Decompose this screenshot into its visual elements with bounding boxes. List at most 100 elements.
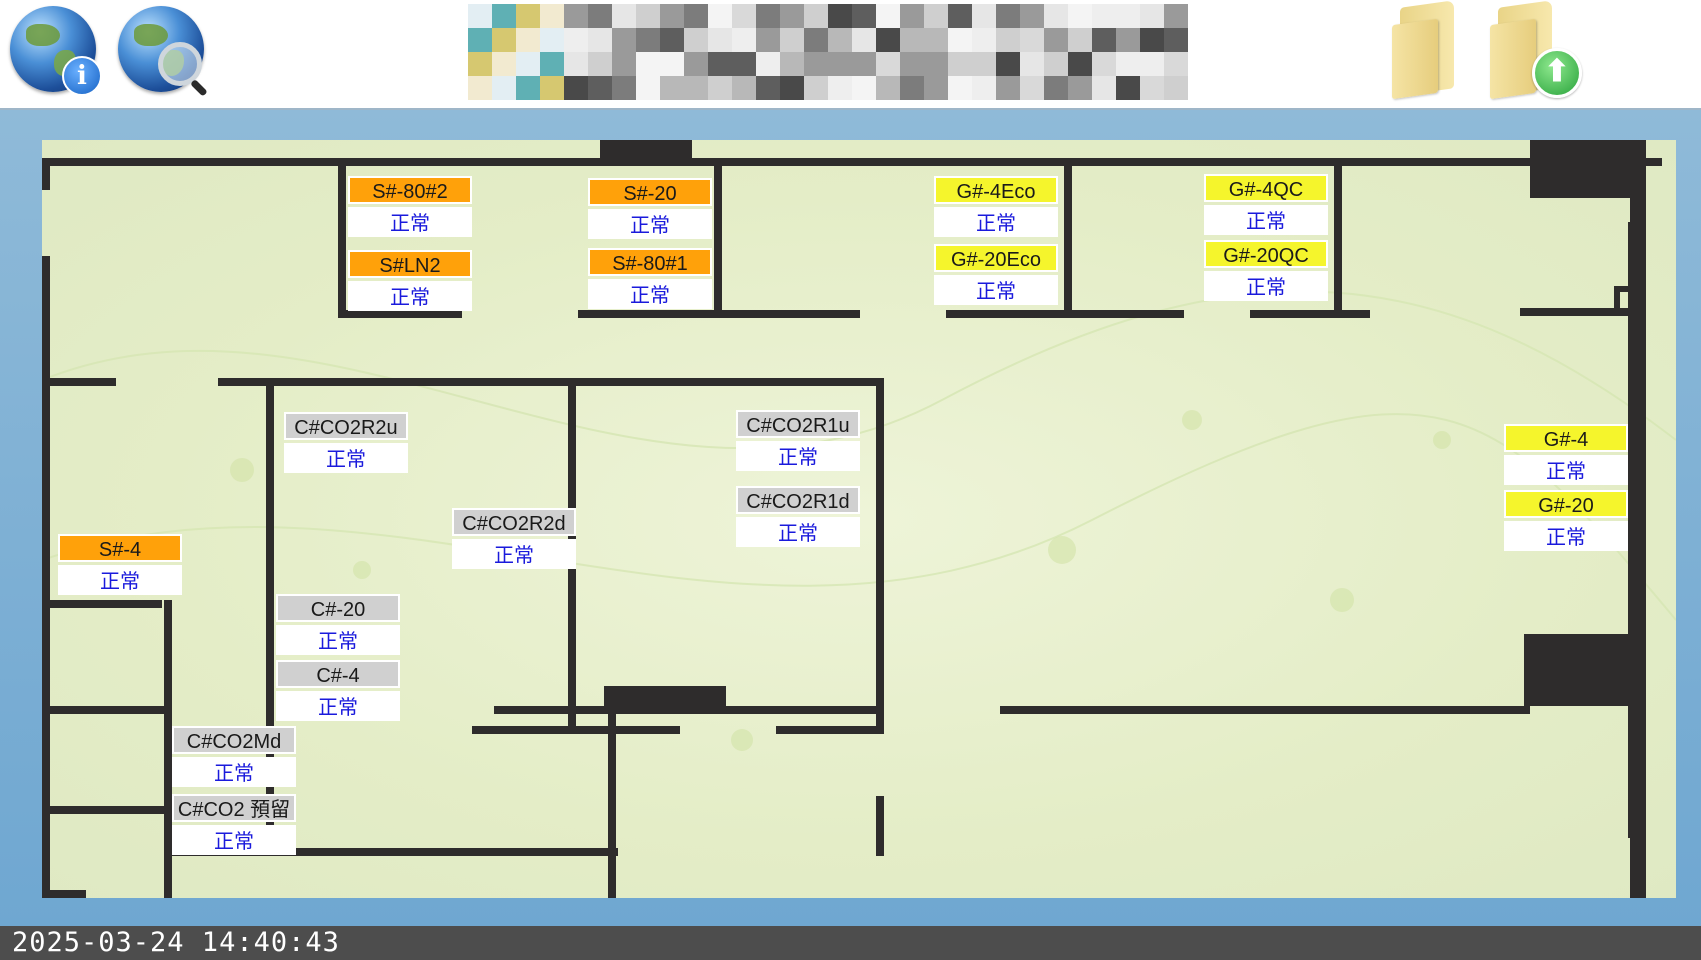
- sensor-g4qc[interactable]: G#-4QC 正常: [1204, 174, 1328, 235]
- blur-pixel: [1164, 28, 1188, 52]
- blur-pixel: [1044, 76, 1068, 100]
- sensor-s4[interactable]: S#-4 正常: [58, 534, 182, 595]
- sensor-status: 正常: [934, 207, 1058, 237]
- sensor-status: 正常: [736, 441, 860, 471]
- blur-pixel: [972, 28, 996, 52]
- blur-pixel: [852, 4, 876, 28]
- blur-pixel: [660, 76, 684, 100]
- blur-pixel: [636, 76, 660, 100]
- blur-pixel: [684, 52, 708, 76]
- sensor-status: 正常: [276, 625, 400, 655]
- globe-info-icon[interactable]: i: [10, 6, 102, 96]
- sensor-co2r1u[interactable]: C#CO2R1u 正常: [736, 410, 860, 471]
- blur-pixel: [780, 4, 804, 28]
- sensor-s80-1[interactable]: S#-80#1 正常: [588, 248, 712, 309]
- sensor-g4eco[interactable]: G#-4Eco 正常: [934, 176, 1058, 237]
- sensor-name: G#-4: [1504, 424, 1628, 452]
- wall: [608, 706, 616, 898]
- blur-pixel: [1164, 76, 1188, 100]
- blur-pixel: [684, 76, 708, 100]
- blur-pixel: [492, 52, 516, 76]
- blur-pixel: [1068, 76, 1092, 100]
- sensor-name: G#-20: [1504, 490, 1628, 518]
- wall: [714, 166, 722, 316]
- sensor-status: 正常: [172, 825, 296, 855]
- blur-pixel: [756, 4, 780, 28]
- folder-front: [1392, 18, 1438, 100]
- blur-pixel: [828, 4, 852, 28]
- wall: [1334, 166, 1342, 316]
- up-arrow-icon: ⬆: [1532, 48, 1582, 98]
- wall: [1520, 308, 1632, 316]
- globe-search-icon[interactable]: [118, 6, 204, 92]
- pattern-curve: [42, 290, 1676, 450]
- sensor-s80-2[interactable]: S#-80#2 正常: [348, 176, 472, 237]
- sensor-status: 正常: [588, 209, 712, 239]
- sensor-g20qc[interactable]: G#-20QC 正常: [1204, 240, 1328, 301]
- blur-pixel: [852, 28, 876, 52]
- pattern-node: [1048, 536, 1076, 564]
- blur-pixel: [900, 4, 924, 28]
- blur-pixel: [1116, 52, 1140, 76]
- wall: [338, 310, 462, 318]
- wall: [1250, 310, 1370, 318]
- wall: [472, 726, 680, 734]
- blur-pixel: [516, 4, 540, 28]
- blur-pixel: [612, 76, 636, 100]
- sensor-c4[interactable]: C#-4 正常: [276, 660, 400, 721]
- blur-pixel: [1020, 76, 1044, 100]
- blur-pixel: [492, 28, 516, 52]
- sensor-status: 正常: [276, 691, 400, 721]
- blur-pixel: [948, 52, 972, 76]
- sensor-g20[interactable]: G#-20 正常: [1504, 490, 1628, 551]
- blur-pixel: [900, 52, 924, 76]
- wall: [1000, 706, 1530, 714]
- sensor-status: 正常: [348, 207, 472, 237]
- wall: [42, 600, 162, 608]
- blurred-title-image: [468, 0, 1248, 104]
- blur-pixel: [924, 4, 948, 28]
- blur-pixel: [564, 4, 588, 28]
- wall: [42, 706, 166, 714]
- sensor-name: S#-20: [588, 178, 712, 206]
- sensor-co2r1d[interactable]: C#CO2R1d 正常: [736, 486, 860, 547]
- blur-pixel: [468, 76, 492, 100]
- blur-pixel: [996, 52, 1020, 76]
- wall: [1614, 286, 1644, 292]
- blur-pixel: [708, 76, 732, 100]
- blur-pixel: [588, 28, 612, 52]
- blur-pixel: [1164, 52, 1188, 76]
- blur-pixel: [900, 28, 924, 52]
- sensor-status: 正常: [284, 443, 408, 473]
- sensor-co2-reserve[interactable]: C#CO2 預留 正常: [172, 794, 296, 855]
- toolbar: i ⬆: [0, 0, 1701, 110]
- wall: [1064, 166, 1072, 316]
- sensor-name: G#-4Eco: [934, 176, 1058, 204]
- wall: [1614, 286, 1620, 310]
- blur-pixel: [1140, 28, 1164, 52]
- wall: [42, 158, 1662, 166]
- folder-up-icon[interactable]: ⬆: [1488, 0, 1582, 100]
- sensor-co2md[interactable]: C#CO2Md 正常: [172, 726, 296, 787]
- blur-pixel: [636, 4, 660, 28]
- sensor-co2r2d[interactable]: C#CO2R2d 正常: [452, 508, 576, 569]
- sensor-s20[interactable]: S#-20 正常: [588, 178, 712, 239]
- sensor-name: C#CO2R1u: [736, 410, 860, 438]
- blur-pixel: [732, 28, 756, 52]
- blur-pixel: [684, 4, 708, 28]
- blur-pixel: [732, 76, 756, 100]
- sensor-sln2[interactable]: S#LN2 正常: [348, 250, 472, 311]
- sensor-g4[interactable]: G#-4 正常: [1504, 424, 1628, 485]
- sensor-g20eco[interactable]: G#-20Eco 正常: [934, 244, 1058, 305]
- blur-pixel: [972, 52, 996, 76]
- blur-pixel: [516, 52, 540, 76]
- blur-pixel: [852, 76, 876, 100]
- blur-pixel: [780, 76, 804, 100]
- pattern-node: [353, 561, 371, 579]
- sensor-co2r2u[interactable]: C#CO2R2u 正常: [284, 412, 408, 473]
- folder-icon[interactable]: [1390, 0, 1456, 100]
- blur-pixel: [1092, 76, 1116, 100]
- blur-pixel: [492, 76, 516, 100]
- sensor-c20[interactable]: C#-20 正常: [276, 594, 400, 655]
- blur-pixel: [684, 28, 708, 52]
